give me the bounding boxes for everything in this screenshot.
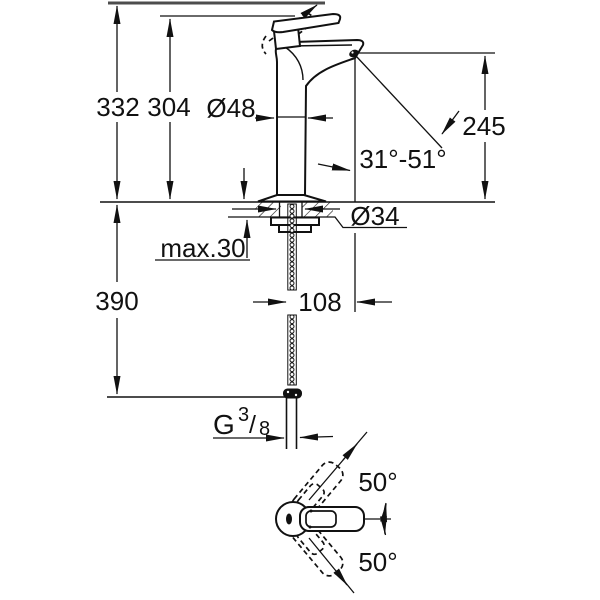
dim-total-height-value: 332 — [96, 92, 139, 122]
dimensions: 332 304 Ø48 245 31°-51° Ø34 max.30 390 — [95, 5, 506, 442]
lever-grip-detail — [305, 510, 337, 528]
dim-hole-diameter-value: Ø34 — [350, 201, 399, 231]
dim-body-diameter-value: Ø48 — [206, 93, 255, 123]
base-flange — [257, 194, 327, 203]
aerator-highlight — [351, 51, 354, 54]
aerator-outlet — [349, 49, 359, 58]
thread-prefix: G — [213, 409, 235, 440]
fitting-highlight-2 — [294, 393, 298, 397]
stream-angle-leader — [317, 163, 351, 172]
dim-swivel-lower-value: 50° — [358, 547, 397, 577]
dim-lever-height-value: 304 — [147, 92, 190, 122]
thread-denominator: 8 — [259, 418, 270, 440]
stream-angle-line — [355, 55, 443, 149]
dim-swivel-upper-value: 50° — [358, 467, 397, 497]
faucet-top-view: 50° 50° — [275, 431, 398, 594]
flexible-hose-lower — [287, 314, 297, 386]
thread-slash: / — [249, 411, 256, 439]
cartridge-marker — [286, 513, 292, 525]
dim-spout-reach-value: 108 — [298, 287, 341, 317]
dim-spout-angle-value: 31°-51° — [359, 144, 446, 174]
swivel-arrow-lower — [333, 568, 348, 586]
detail-dot-lower — [308, 525, 312, 529]
dim-spout-height-value: 245 — [462, 111, 505, 141]
dim-hose-length-value: 390 — [95, 286, 138, 316]
spout-body-joint-curve — [284, 46, 304, 81]
angle-arc-arrow-down — [379, 515, 387, 535]
hose-end-fitting — [283, 388, 302, 399]
flexible-hose-upper — [287, 203, 297, 291]
thread-numerator: 3 — [238, 404, 249, 426]
swivel-line-upper — [308, 431, 368, 501]
lever-handle-closed — [270, 12, 342, 34]
lever-raised-arrow — [300, 4, 318, 19]
detail-dot-upper — [309, 509, 313, 513]
lever-raised-dashed-base — [261, 35, 267, 55]
angle-arc-arrow-up — [380, 503, 388, 523]
swivel-arrow-upper — [342, 443, 358, 461]
fitting-highlight-1 — [286, 390, 290, 394]
dim-g38-arrow-right — [299, 433, 334, 441]
dim-deck-thickness-value: max.30 — [160, 233, 245, 263]
stream-angle-arrow — [441, 110, 460, 135]
